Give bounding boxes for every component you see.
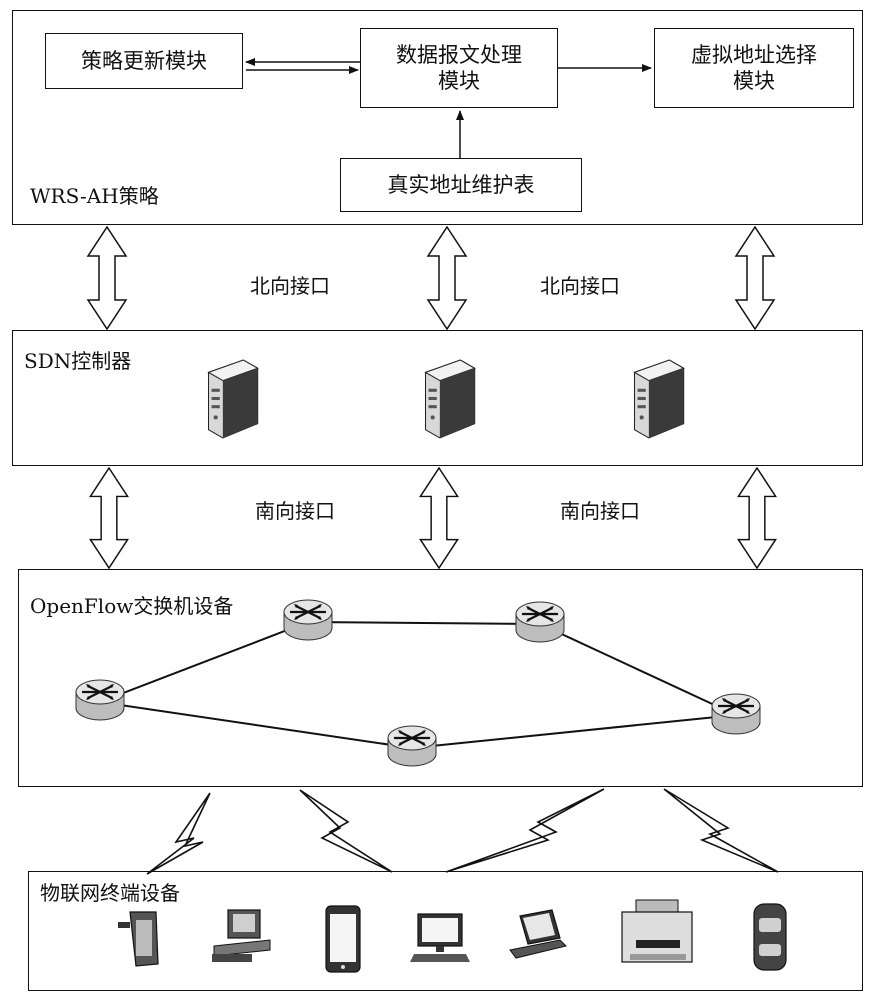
laptop-icon (510, 910, 566, 958)
monitor-icon (410, 914, 470, 962)
router-icon (388, 726, 436, 766)
router-icon (76, 680, 124, 720)
server-icon (426, 360, 475, 438)
server-icon (209, 360, 258, 438)
smartphone-icon (326, 906, 360, 972)
southbound-double-arrow (738, 468, 775, 568)
northbound-double-arrow (88, 227, 126, 329)
server-icon (635, 360, 684, 438)
handheld-terminal-icon (118, 912, 158, 966)
northbound-double-arrow (736, 227, 774, 329)
car-icon (754, 904, 786, 970)
router-icon (516, 602, 564, 642)
northbound-double-arrow (428, 227, 466, 329)
router-icon (712, 694, 760, 734)
southbound-double-arrow (420, 468, 457, 568)
printer-icon (622, 900, 692, 962)
desktop-computer-icon (212, 910, 270, 962)
wireless-links (147, 789, 778, 874)
southbound-double-arrow (90, 468, 127, 568)
router-icon (284, 600, 332, 640)
